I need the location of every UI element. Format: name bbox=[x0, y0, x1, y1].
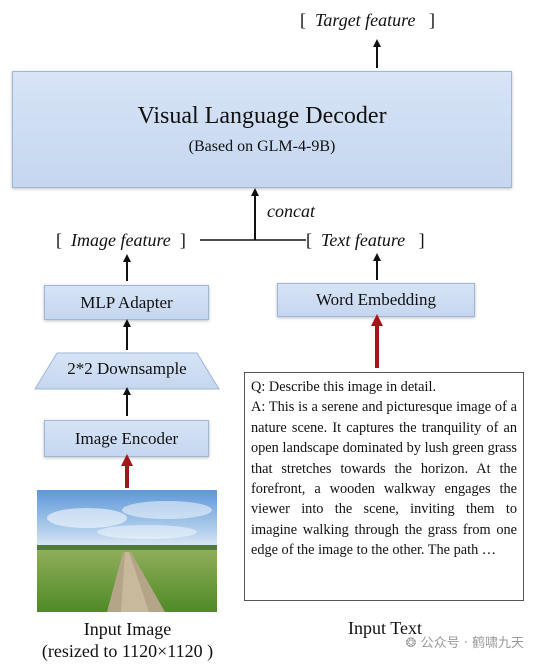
decoder-box: Visual Language Decoder (Based on GLM-4-… bbox=[12, 71, 512, 188]
input-image-caption-line1: Input Image bbox=[83, 619, 172, 639]
target-feature-label: [ Target feature ] bbox=[300, 10, 436, 30]
answer-text: A: This is a serene and picturesque imag… bbox=[251, 399, 517, 559]
decoder-title: Visual Language Decoder bbox=[137, 103, 387, 129]
question-text: Q: Describe this image in detail. bbox=[251, 379, 437, 395]
text-feature-label: [ Text feature ] bbox=[306, 230, 425, 250]
target-feature-text: Target feature bbox=[315, 10, 416, 30]
input-image-caption: Input Image (resized to 1120×1120 ) bbox=[25, 618, 230, 662]
image-feature-label: [ Image feature ] bbox=[56, 230, 186, 250]
watermark: ❂ 公众号 · 鹤啸九天 bbox=[406, 632, 524, 651]
concat-label: concat bbox=[267, 201, 315, 221]
decoder-subtitle: (Based on GLM-4-9B) bbox=[188, 138, 336, 155]
input-text-caption: Input Text bbox=[348, 618, 422, 638]
word-embedding-label: Word Embedding bbox=[316, 290, 436, 309]
input-text-box: Q: Describe this image in detail. A: Thi… bbox=[244, 372, 524, 601]
input-image-caption-line2: (resized to 1120×1120 ) bbox=[41, 641, 214, 661]
input-image-photo bbox=[37, 490, 217, 612]
mlp-adapter-label: MLP Adapter bbox=[80, 292, 173, 312]
mlp-adapter-box: MLP Adapter bbox=[44, 285, 209, 320]
image-encoder-box: Image Encoder bbox=[44, 420, 209, 457]
word-embedding-box: Word Embedding bbox=[277, 283, 475, 317]
watermark-text: 公众号 · 鹤啸九天 bbox=[420, 636, 524, 651]
image-encoder-label: Image Encoder bbox=[74, 428, 179, 448]
text-feature-text: Text feature bbox=[321, 230, 406, 250]
image-feature-text: Image feature bbox=[71, 230, 171, 250]
downsample-label: 2*2 Downsample bbox=[67, 359, 187, 378]
landscape-picture bbox=[37, 490, 217, 612]
wechat-icon: ❂ bbox=[405, 636, 417, 651]
